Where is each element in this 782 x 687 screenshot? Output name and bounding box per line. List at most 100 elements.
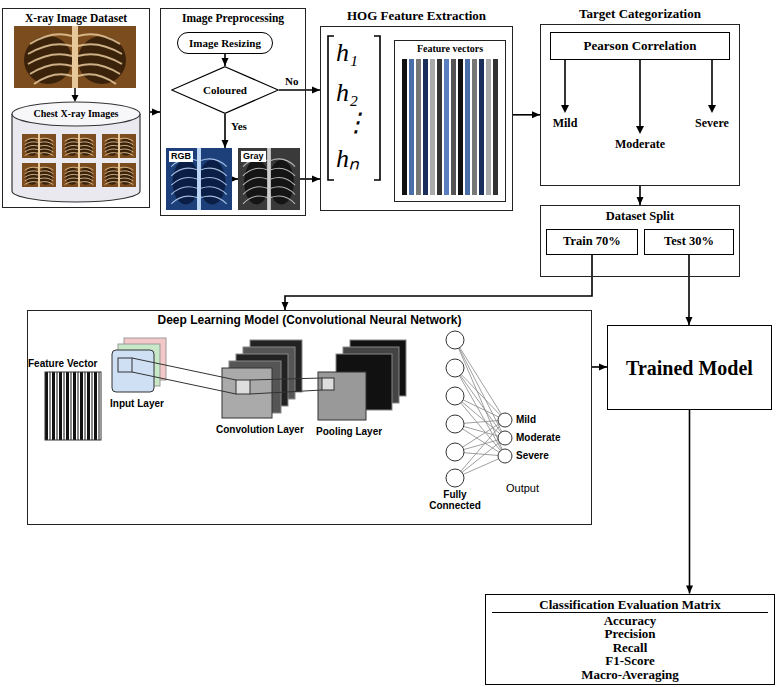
metric-item: Precision <box>486 627 774 641</box>
spine <box>38 134 40 158</box>
connector <box>300 176 320 183</box>
node-label: Trained Model <box>626 357 753 379</box>
dataset-panel: X-ray Image DatasetChest X-ray Images <box>2 8 150 208</box>
xray-ground <box>14 26 136 88</box>
arrow-head <box>222 58 229 66</box>
layer-label: Convolution Layer <box>216 424 304 435</box>
arrow-head <box>708 105 716 113</box>
class-label: Severe <box>695 116 729 131</box>
feature-bars <box>401 59 499 195</box>
arrow-head <box>532 111 540 118</box>
ribs <box>28 34 122 84</box>
matrix-bracket <box>328 36 380 180</box>
layer-label: Input Layer <box>110 398 164 409</box>
kernel-lines <box>132 358 236 394</box>
output-neuron <box>498 413 512 427</box>
lung <box>244 160 269 205</box>
layer-label: Fully Connected <box>425 489 485 511</box>
kernel-lines <box>250 378 322 394</box>
edge-label: Yes <box>230 120 248 132</box>
spine <box>38 163 40 187</box>
spine <box>78 134 80 158</box>
neuron <box>446 443 464 461</box>
kernel <box>118 358 132 372</box>
xray-image <box>14 26 136 88</box>
model-box: Trained Model <box>607 325 772 410</box>
arrow-head <box>686 586 693 594</box>
panel-heading: Image Preprocessing <box>161 9 305 25</box>
cnn-illustration <box>45 331 512 487</box>
connector <box>637 186 644 205</box>
node-label: Image Resizing <box>189 37 261 49</box>
arrow-head <box>637 197 644 205</box>
ribs <box>171 159 226 204</box>
class-label: Moderate <box>615 137 665 152</box>
spine <box>267 148 271 210</box>
output-label: Mild <box>516 414 536 425</box>
ribs <box>105 167 134 184</box>
connector-line <box>689 410 691 594</box>
cylinder-body <box>12 114 140 202</box>
feature-bar <box>451 59 456 195</box>
rgb-xray: RGB <box>166 148 232 210</box>
output-neuron <box>498 449 512 463</box>
category-line <box>564 60 566 106</box>
panel-heading: HOG Feature Extraction <box>311 8 522 24</box>
input-channel <box>112 350 154 392</box>
edge-label: No <box>284 75 299 87</box>
feature-bar <box>472 59 477 195</box>
panel-heading: Deep Learning Model (Convolutional Neura… <box>28 311 591 328</box>
vector-element: h₂ <box>336 80 358 106</box>
spine <box>72 26 78 88</box>
arrow-head <box>636 126 644 134</box>
neuron <box>446 387 464 405</box>
xray-ground <box>238 148 300 210</box>
spine <box>118 134 120 158</box>
metrics-box: Classification Evaluation MatrixAccuracy… <box>485 594 775 686</box>
metrics-heading: Classification Evaluation Matrix <box>492 597 768 613</box>
lung <box>173 160 199 205</box>
vector-element: h₁ <box>336 40 358 66</box>
layer-label: Pooling Layer <box>316 426 382 437</box>
feature-bar <box>486 59 491 195</box>
pool-map <box>318 372 366 420</box>
feature-bar <box>402 59 407 195</box>
category-line <box>711 60 713 106</box>
ribs <box>243 159 295 204</box>
ribs <box>25 167 54 184</box>
neuron <box>446 359 464 377</box>
panel-heading: Feature vectors <box>395 41 505 55</box>
metric-item: Accuracy <box>486 614 774 628</box>
feature-bar <box>437 59 442 195</box>
category-line <box>639 60 641 127</box>
lung <box>199 160 225 205</box>
node-label: Test 30% <box>664 235 714 249</box>
feature-vector-box: Feature vectors <box>394 40 506 202</box>
neuron <box>446 469 464 487</box>
neuron <box>446 415 464 433</box>
connector <box>686 255 693 325</box>
image-database: Chest X-ray Images <box>10 100 142 204</box>
connector <box>279 87 320 94</box>
feature-vector-bars <box>45 372 101 440</box>
arrow-head <box>72 95 79 102</box>
vector-element: hₙ <box>336 146 359 172</box>
panel-heading: Target Categorization <box>531 6 749 22</box>
preprocessing-panel: Image PreprocessingImage ResizingColoure… <box>160 8 306 216</box>
output-label: Moderate <box>516 432 560 443</box>
arrow-head <box>686 317 693 325</box>
panel-heading: X-ray Image Dataset <box>3 9 149 25</box>
spine <box>78 163 80 187</box>
category-arrows <box>561 60 716 134</box>
connector <box>222 54 229 66</box>
split-box: Test 30% <box>644 229 734 255</box>
feature-bar <box>430 59 435 195</box>
vector-element: ⋮ <box>343 110 369 136</box>
feature-bar <box>444 59 449 195</box>
feature-bar <box>409 59 414 195</box>
feature-bar <box>423 59 428 195</box>
arrow-head <box>312 176 320 183</box>
connector <box>150 109 160 116</box>
xray-ground <box>62 163 96 187</box>
